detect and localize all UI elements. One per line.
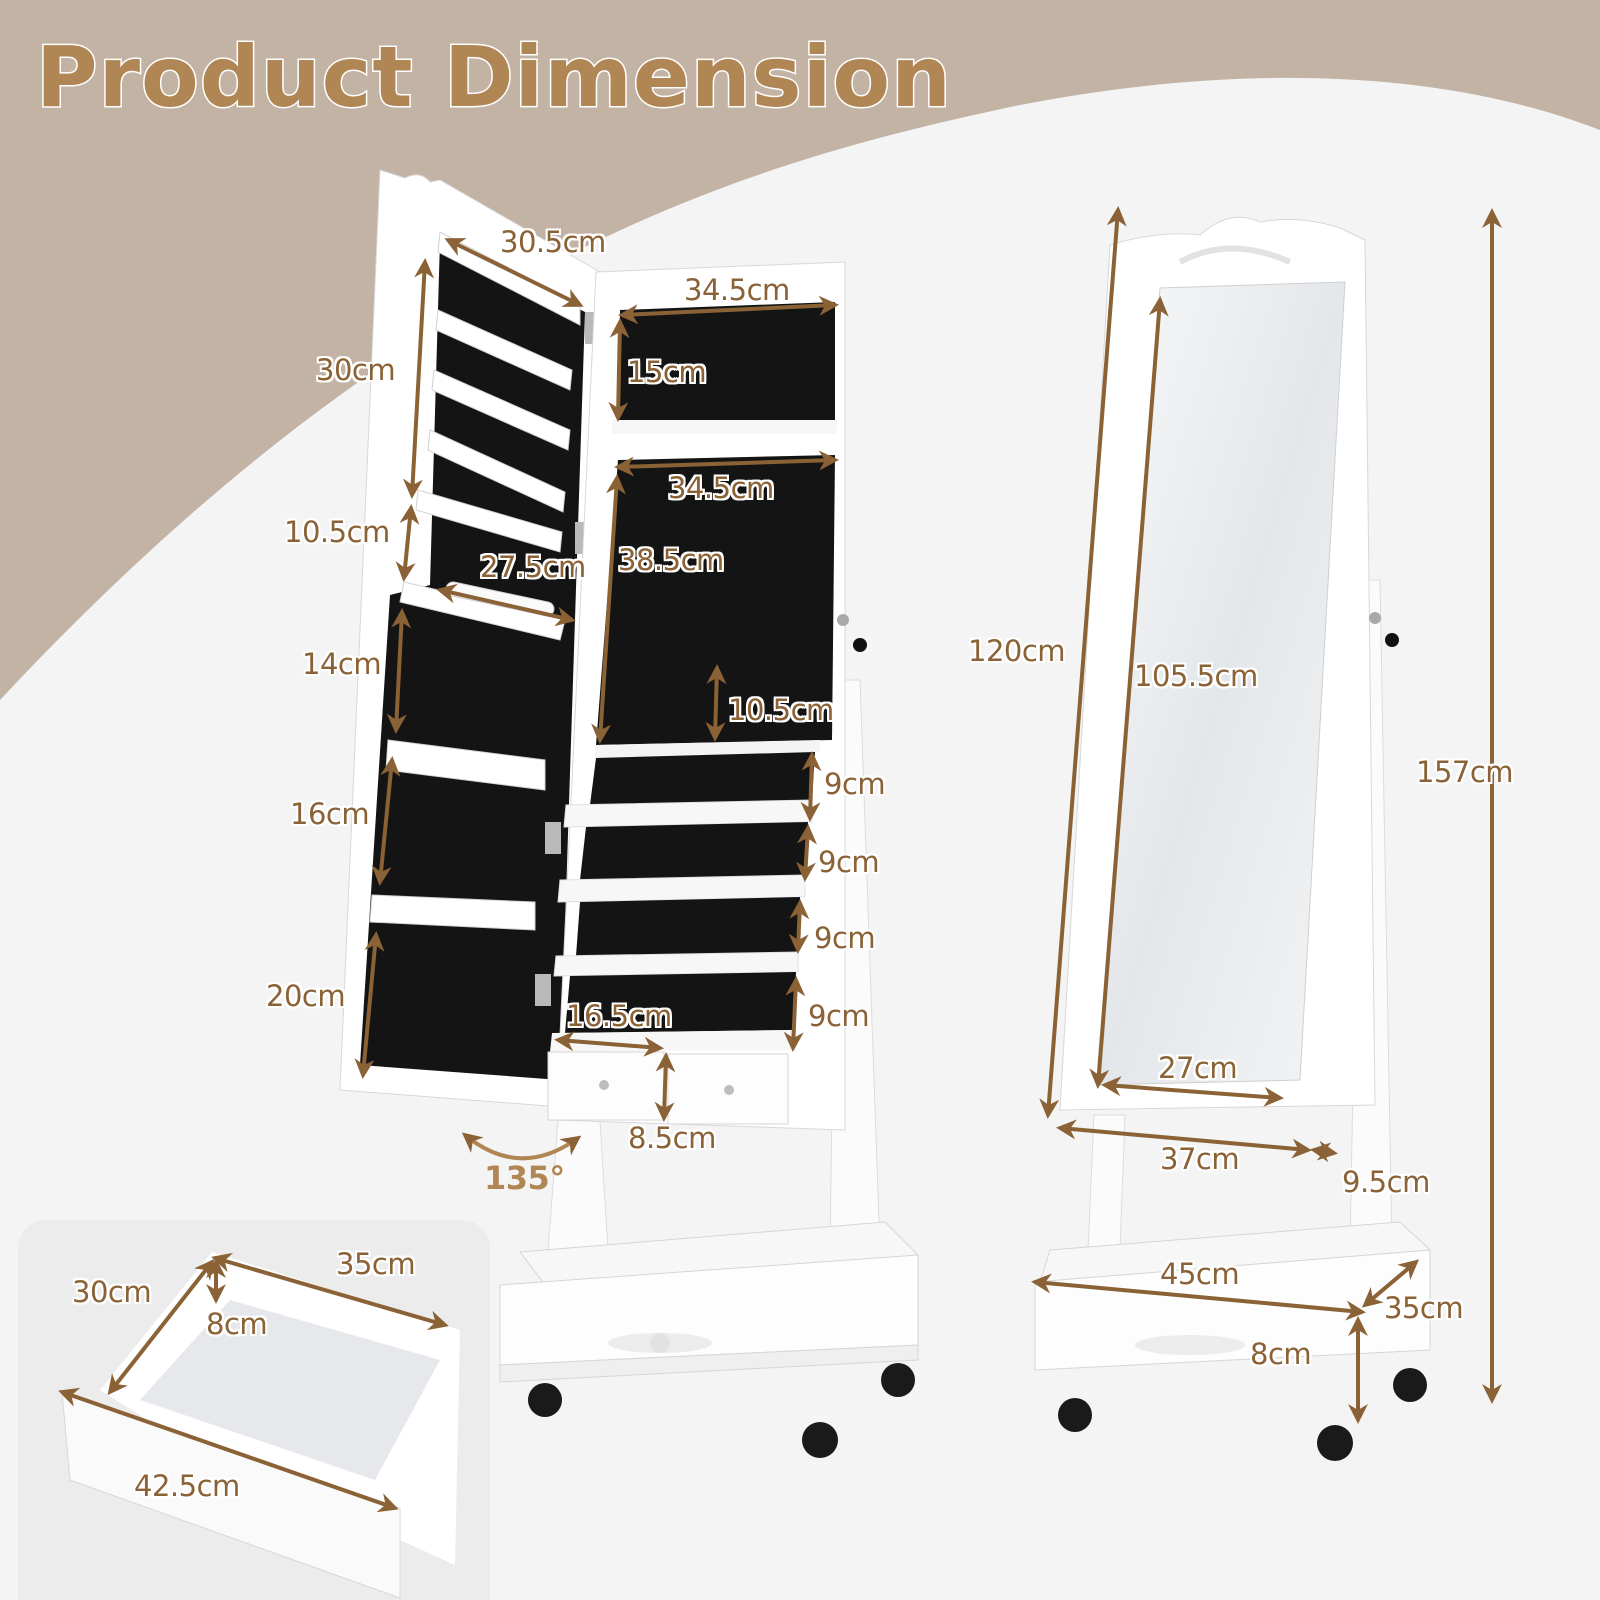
drawer-height-label: 8cm [206,1307,268,1341]
body-shelf4-label: 9cm [808,999,870,1033]
page-title: Product Dimension [35,27,953,128]
body-top-height-label: 15cm [627,355,707,389]
door-gap-height-label: 10.5cm [284,515,390,549]
open-cabinet-door [339,169,601,1111]
total-height-label: 157cm [1416,755,1514,789]
body-shelf1-label: 9cm [824,767,886,801]
door-section1-label: 14cm [302,647,382,681]
cabinet-depth-label: 9.5cm [1342,1165,1430,1199]
body-shelf2-label: 9cm [818,845,880,879]
door-open-angle-label: 135° [484,1159,565,1197]
base-width-label: 45cm [1160,1257,1240,1291]
rotation-arrow-icon [461,1132,582,1161]
small-drawer-height-label: 8.5cm [628,1121,716,1155]
door-section3-label: 20cm [266,979,346,1013]
body-middle-width-label: 34.5cm [668,471,774,505]
body-shelf3-label: 9cm [814,921,876,955]
small-drawer-width-label: 16.5cm [566,999,672,1033]
base-depth-label: 35cm [1384,1291,1464,1325]
mirror-width-label: 27cm [1158,1051,1238,1085]
cabinet-height-label: 120cm [968,634,1066,668]
door-top-width-label: 30.5cm [500,225,606,259]
base-height-label: 8cm [1250,1337,1312,1371]
body-top-width-label: 34.5cm [684,273,790,307]
drawer-front-width-label: 42.5cm [134,1469,240,1503]
cabinet-width-label: 37cm [1160,1142,1240,1176]
dimension-arrows [58,206,1502,1513]
body-middle-height-label: 38.5cm [618,543,724,577]
drawer-inner-width-label: 35cm [336,1247,416,1281]
body-inner-gap-label: 10.5cm [728,693,834,727]
door-section2-label: 16cm [290,797,370,831]
mirror-height-label: 105.5cm [1134,659,1258,693]
drawer-depth-label: 30cm [72,1275,152,1309]
door-rack-height-label: 30cm [316,353,396,387]
door-bar-width-label: 27.5cm [480,550,586,584]
